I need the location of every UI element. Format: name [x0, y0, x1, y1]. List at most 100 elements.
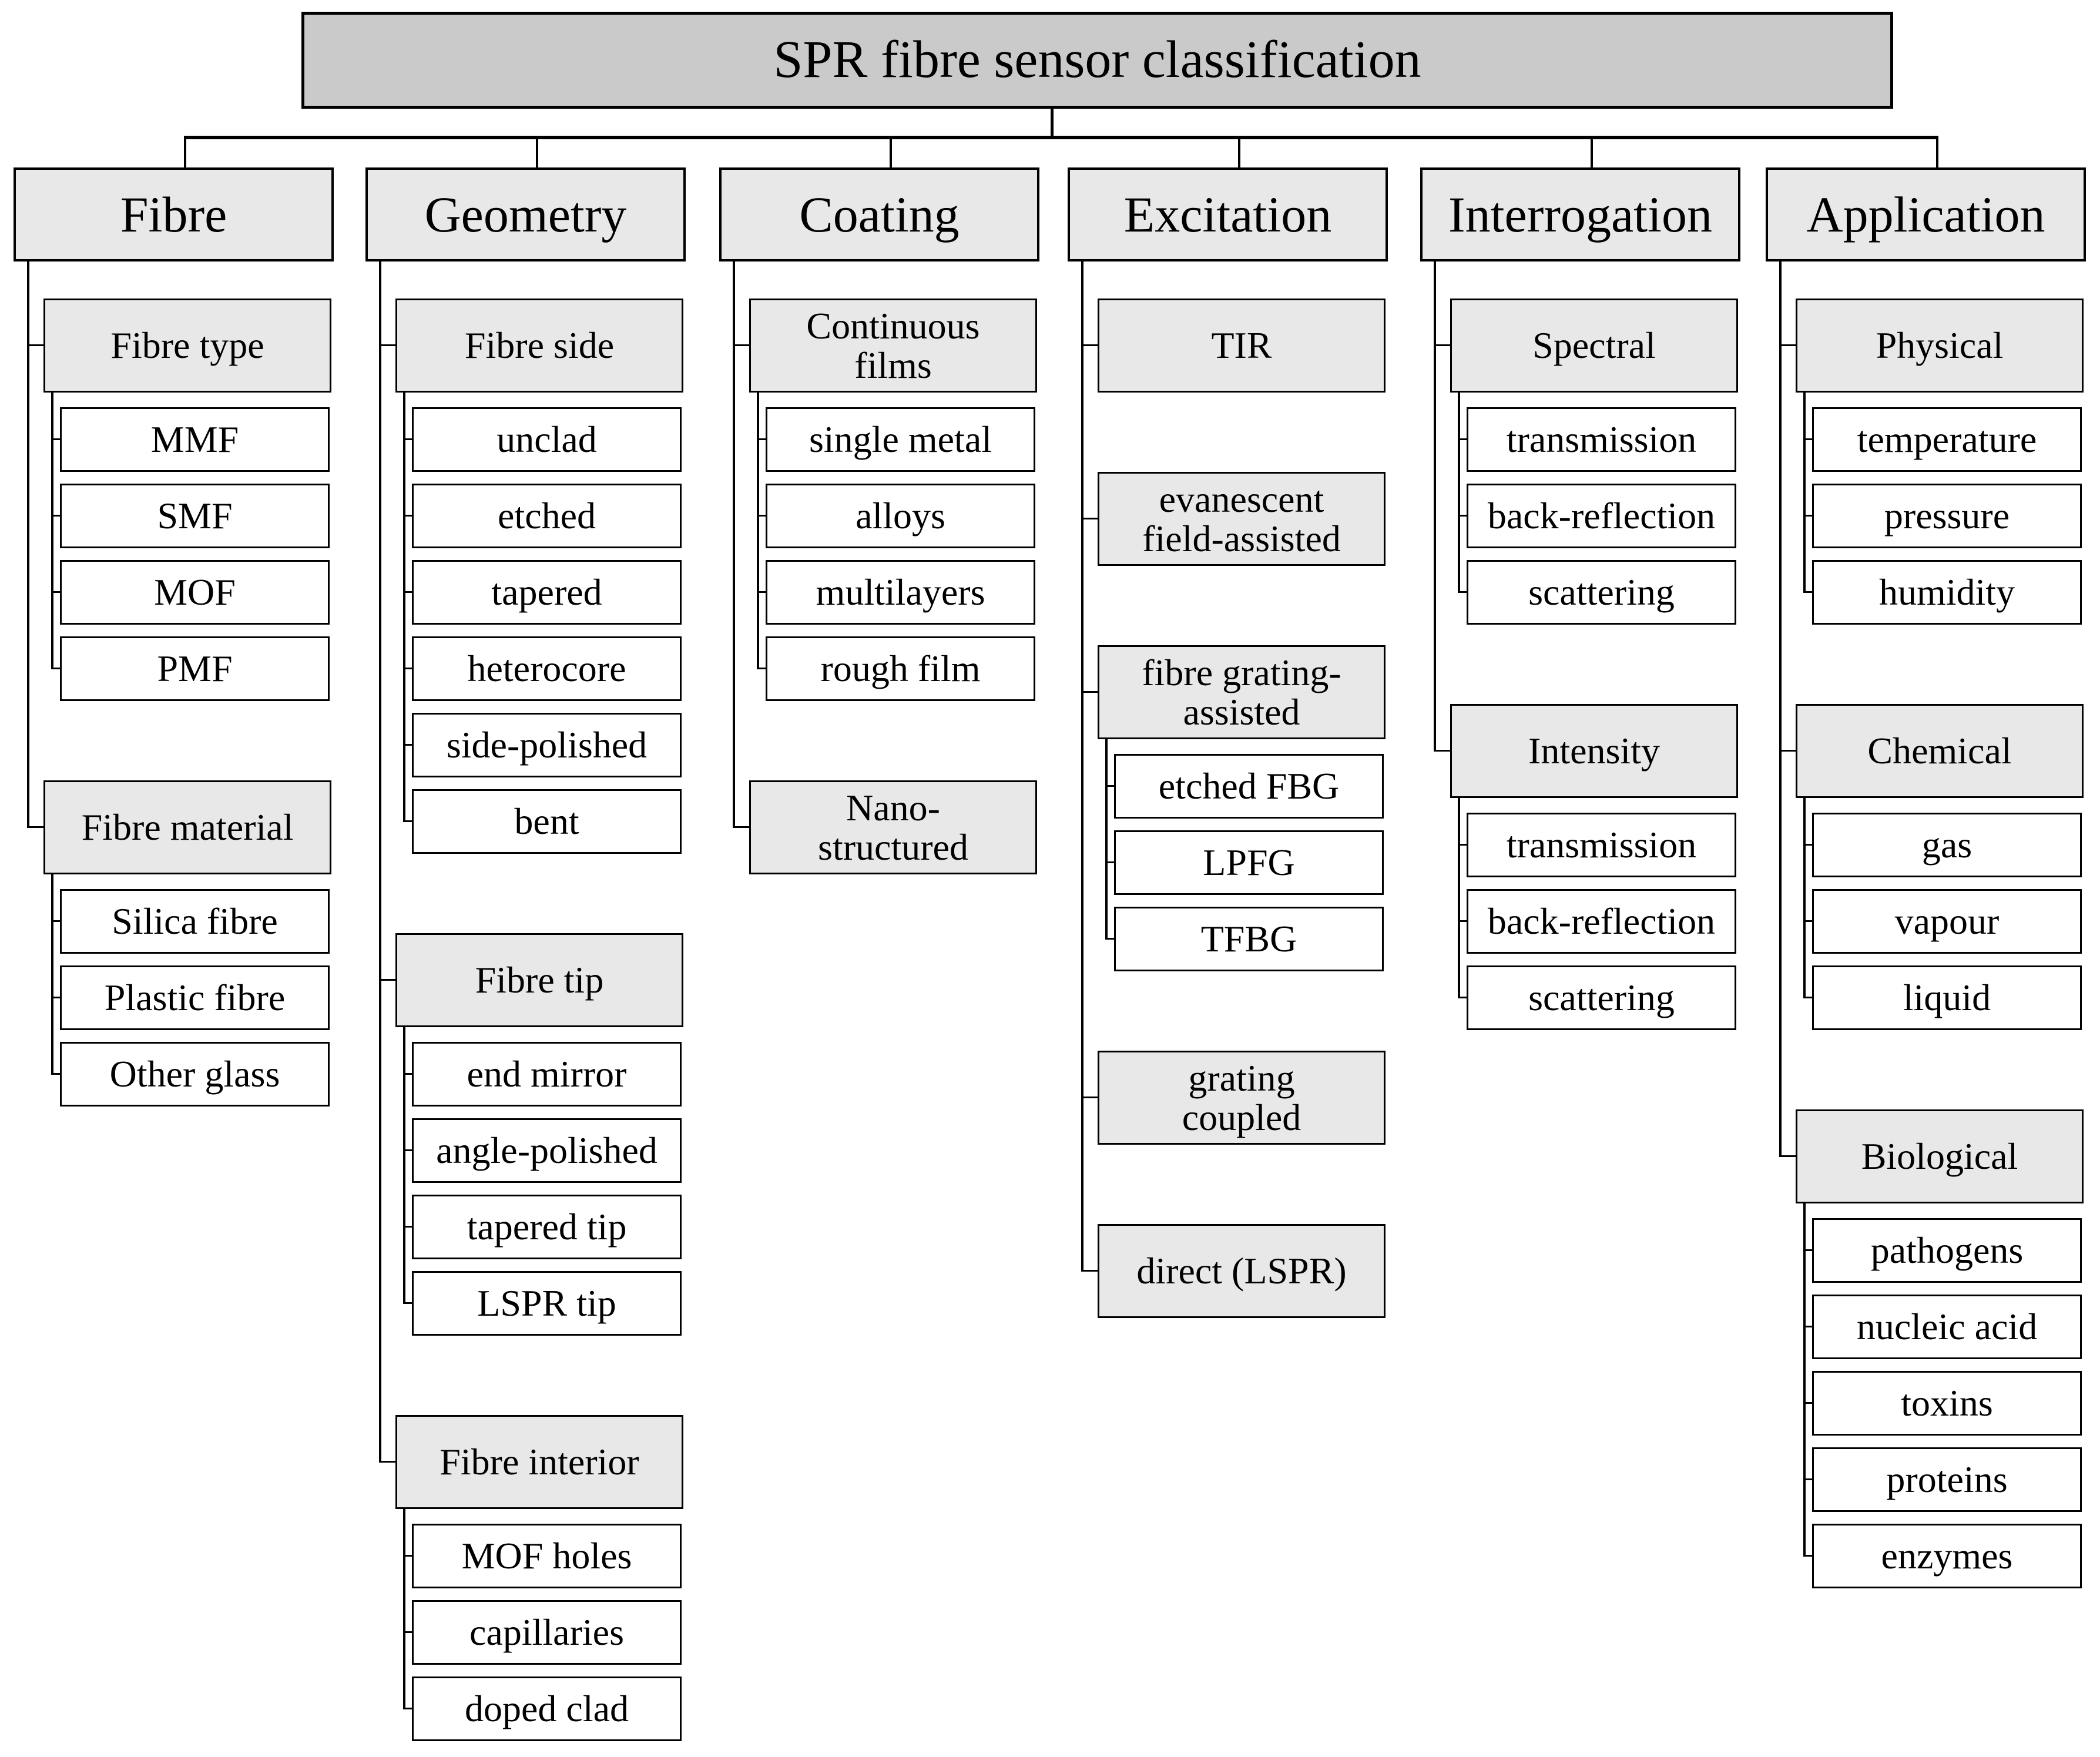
item-box-side-polished: side-polished [412, 713, 682, 777]
tick-fibre-type-smf-1 [51, 515, 60, 517]
category-box-tir: TIR [1098, 299, 1386, 393]
column-header-geometry: Geometry [365, 167, 686, 261]
branch-rail [184, 136, 1938, 139]
item-box-etched-fbg: etched FBG [1114, 754, 1384, 819]
child-spine-physical [1803, 393, 1806, 593]
tick-biological-toxins-2 [1803, 1402, 1812, 1404]
child-spine-chemical [1803, 798, 1806, 998]
rail-stub-coating [890, 139, 892, 167]
tick-fibre-material-silica-fibre-0 [51, 920, 60, 922]
column-header-interrogation: Interrogation [1420, 167, 1740, 261]
item-box-alloys: alloys [766, 484, 1035, 548]
item-box-vapour: vapour [1812, 889, 2082, 954]
column-header-excitation: Excitation [1068, 167, 1388, 261]
tick-fibre-side-bent-5 [403, 820, 412, 822]
tick-fibre-grating-assisted-tfbg-2 [1105, 938, 1114, 940]
tick-fibre-material-plastic-fibre-1 [51, 997, 60, 998]
category-box-fibre-side: Fibre side [395, 299, 683, 393]
tick-fibre-interior-capillaries-1 [403, 1631, 412, 1633]
tick-fibre-material-other-glass-2 [51, 1073, 60, 1075]
tick-continuous-films-single-metal-0 [757, 438, 766, 440]
tick-intensity-transmission-0 [1458, 844, 1467, 846]
item-box-liquid: liquid [1812, 965, 2082, 1030]
tick-interrogation-intensity [1434, 750, 1450, 752]
child-spine-fibre-tip [403, 1027, 405, 1304]
tick-fibre-interior-doped-clad-2 [403, 1708, 412, 1709]
item-box-doped-clad: doped clad [412, 1676, 682, 1741]
column-header-application: Application [1766, 167, 2086, 261]
child-spine-fibre-type [51, 393, 53, 669]
tick-geometry-fibre-interior [379, 1461, 395, 1463]
item-box-mof: MOF [60, 560, 330, 625]
child-spine-intensity [1458, 798, 1460, 998]
child-spine-fibre-grating-assisted [1105, 739, 1108, 940]
column-header-fibre: Fibre [14, 167, 334, 261]
item-box-tapered-tip: tapered tip [412, 1195, 682, 1259]
tick-biological-proteins-3 [1803, 1478, 1812, 1480]
item-box-mmf: MMF [60, 407, 330, 472]
tick-excitation-direct-lspr [1081, 1270, 1098, 1272]
tick-physical-humidity-2 [1803, 591, 1812, 593]
item-box-silica-fibre: Silica fibre [60, 889, 330, 954]
item-box-angle-polished: angle-polished [412, 1118, 682, 1183]
child-spine-spectral [1458, 393, 1460, 593]
tick-geometry-fibre-tip [379, 979, 395, 981]
rail-stub-application [1936, 139, 1938, 167]
item-box-tfbg: TFBG [1114, 907, 1384, 971]
category-box-grating-coupled: grating coupled [1098, 1051, 1386, 1145]
item-box-heterocore: heterocore [412, 636, 682, 701]
item-box-lspr-tip: LSPR tip [412, 1271, 682, 1336]
tick-fibre-type-mof-2 [51, 591, 60, 593]
tick-fibre-type-mmf-0 [51, 438, 60, 440]
item-box-unclad: unclad [412, 407, 682, 472]
column-spine-interrogation [1434, 261, 1436, 752]
tick-spectral-back-reflection-1 [1458, 515, 1467, 517]
tick-fibre-tip-angle-polished-1 [403, 1149, 412, 1151]
tick-fibre-side-etched-1 [403, 515, 412, 517]
tick-fibre-grating-assisted-lpfg-1 [1105, 861, 1114, 863]
item-box-capillaries: capillaries [412, 1600, 682, 1665]
column-spine-coating [733, 261, 735, 828]
item-box-temperature: temperature [1812, 407, 2082, 472]
tick-chemical-liquid-2 [1803, 997, 1812, 998]
item-box-bent: bent [412, 789, 682, 854]
tick-excitation-grating-coupled [1081, 1097, 1098, 1098]
category-box-fibre-type: Fibre type [43, 299, 331, 393]
tick-fibre-side-side-polished-4 [403, 744, 412, 746]
item-box-lpfg: LPFG [1114, 830, 1384, 895]
tick-excitation-evanescent-field-assisted [1081, 518, 1098, 519]
tick-continuous-films-alloys-1 [757, 515, 766, 517]
category-box-biological: Biological [1796, 1109, 2084, 1203]
tick-chemical-gas-0 [1803, 844, 1812, 846]
category-box-intensity: Intensity [1450, 704, 1738, 798]
item-box-back-reflection: back-reflection [1467, 889, 1736, 954]
item-box-scattering: scattering [1467, 965, 1736, 1030]
category-box-nano-structured: Nano- structured [749, 780, 1037, 874]
rail-stub-geometry [536, 139, 538, 167]
column-spine-geometry [379, 261, 381, 1463]
title-connector-stub [1051, 109, 1054, 136]
item-box-single-metal: single metal [766, 407, 1035, 472]
tick-spectral-transmission-0 [1458, 438, 1467, 440]
item-box-gas: gas [1812, 813, 2082, 877]
item-box-tapered: tapered [412, 560, 682, 625]
item-box-back-reflection: back-reflection [1467, 484, 1736, 548]
item-box-scattering: scattering [1467, 560, 1736, 625]
tick-interrogation-spectral [1434, 344, 1450, 346]
category-box-continuous-films: Continuous films [749, 299, 1037, 393]
tick-application-physical [1779, 344, 1796, 346]
item-box-smf: SMF [60, 484, 330, 548]
category-box-spectral: Spectral [1450, 299, 1738, 393]
child-spine-fibre-side [403, 393, 405, 822]
tick-spectral-scattering-2 [1458, 591, 1467, 593]
item-box-other-glass: Other glass [60, 1042, 330, 1106]
tick-biological-enzymes-4 [1803, 1555, 1812, 1557]
diagram-title-box: SPR fibre sensor classification [301, 12, 1893, 109]
tick-intensity-back-reflection-1 [1458, 920, 1467, 922]
tick-intensity-scattering-2 [1458, 997, 1467, 998]
category-box-chemical: Chemical [1796, 704, 2084, 798]
item-box-pathogens: pathogens [1812, 1218, 2082, 1283]
column-spine-excitation [1081, 261, 1083, 1272]
item-box-proteins: proteins [1812, 1447, 2082, 1512]
item-box-nucleic-acid: nucleic acid [1812, 1295, 2082, 1359]
